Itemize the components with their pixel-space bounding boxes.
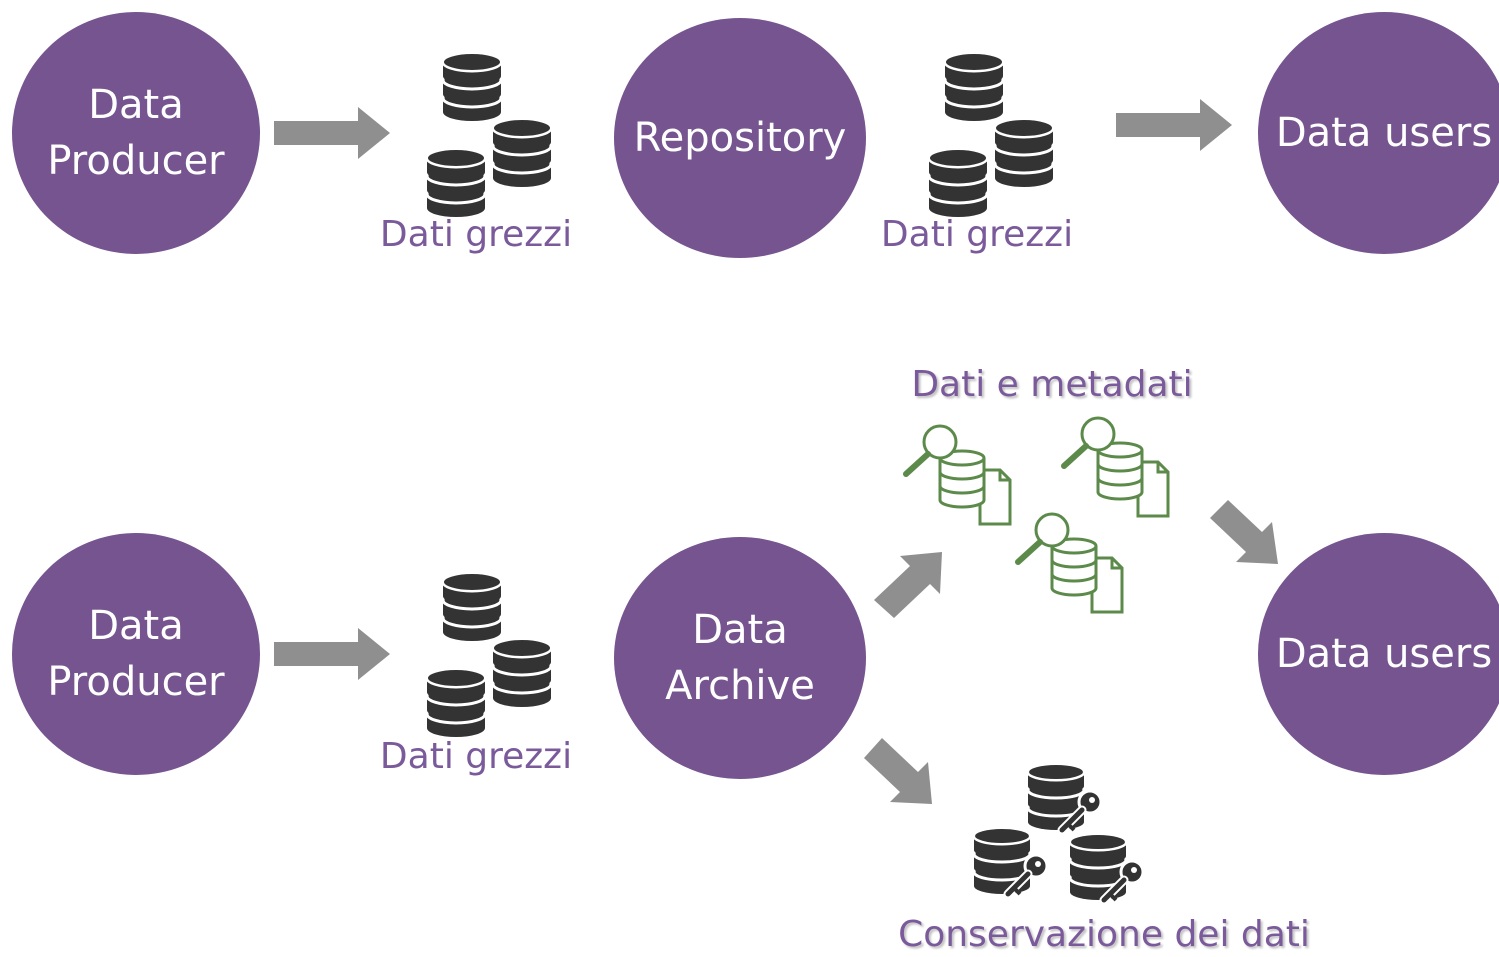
database-stack-icon xyxy=(922,48,1062,218)
metadata-caption: Dati e metadati xyxy=(911,364,1193,405)
raw-data-caption-2: Dati grezzi xyxy=(880,214,1074,255)
data-archive-node: Data Archive xyxy=(614,537,866,779)
repository-node: Repository xyxy=(614,18,866,258)
database-stack-icon xyxy=(420,568,560,738)
block-arrow-icon xyxy=(272,105,392,161)
block-arrow-icon xyxy=(272,626,392,682)
block-arrow-icon xyxy=(860,736,936,808)
raw-data-caption-1: Dati grezzi xyxy=(379,214,573,255)
data-producer-node-bottom: Data Producer xyxy=(12,533,260,775)
data-users-node-bottom: Data users xyxy=(1258,533,1499,775)
database-search-document-icon xyxy=(900,420,1016,530)
block-arrow-icon xyxy=(1206,498,1282,568)
data-users-node-top: Data users xyxy=(1258,12,1499,254)
block-arrow-icon xyxy=(870,548,946,618)
database-search-document-icon xyxy=(1058,412,1174,522)
raw-data-caption-3: Dati grezzi xyxy=(379,736,573,777)
database-key-icon xyxy=(1068,832,1148,905)
data-producer-node-top: Data Producer xyxy=(12,12,260,254)
preservation-caption: Conservazione dei dati xyxy=(898,914,1310,955)
database-key-icon xyxy=(1026,762,1106,835)
database-stack-icon xyxy=(420,48,560,218)
database-search-document-icon xyxy=(1012,508,1128,618)
database-key-icon xyxy=(972,826,1052,899)
block-arrow-icon xyxy=(1114,97,1234,153)
